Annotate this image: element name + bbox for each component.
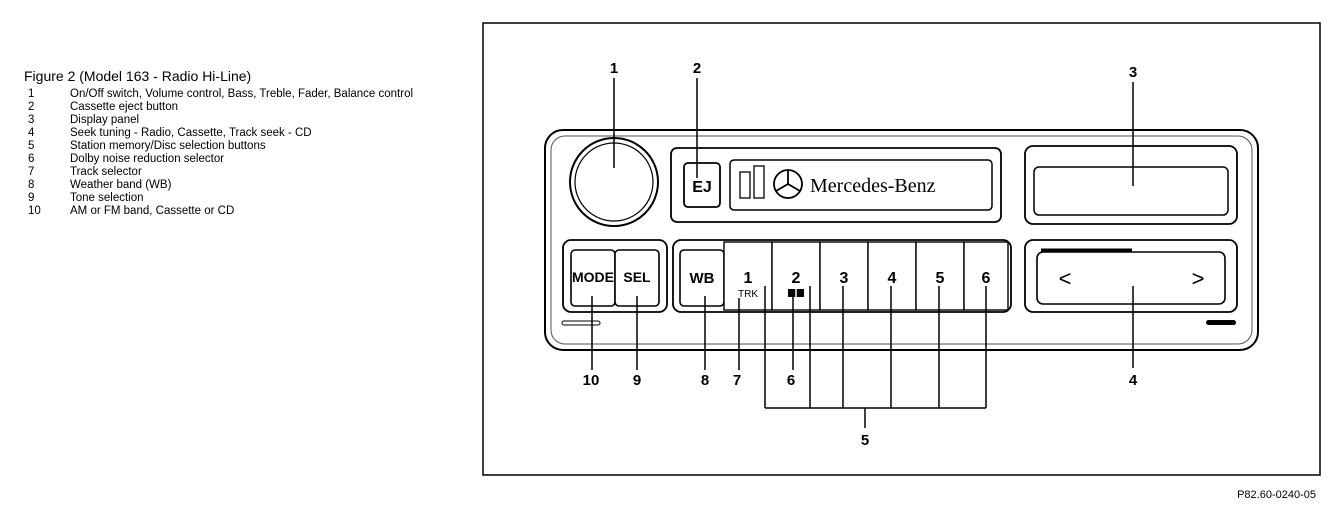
mode-button-label: MODE xyxy=(572,269,614,285)
legend-number: 5 xyxy=(28,140,35,152)
trk-label: TRK xyxy=(738,289,758,300)
legend-item: 8 Weather band (WB) xyxy=(24,179,444,192)
legend-item: 7 Track selector xyxy=(24,166,444,179)
legend-number: 4 xyxy=(28,127,35,139)
legend-list: 1 On/Off switch, Volume control, Bass, Tr… xyxy=(24,88,444,218)
legend-number: 10 xyxy=(28,205,41,217)
callout-6: 6 xyxy=(787,372,795,389)
sel-button[interactable]: SEL xyxy=(614,249,660,307)
preset-button-6[interactable]: 6 xyxy=(963,241,1009,311)
eject-button[interactable]: EJ xyxy=(683,162,721,208)
legend-description: Tone selection xyxy=(70,192,144,204)
legend-description: Station memory/Disc selection buttons xyxy=(70,140,266,152)
legend-number: 1 xyxy=(28,88,35,100)
seek-bezel xyxy=(1024,239,1238,313)
callout-2: 2 xyxy=(693,60,701,77)
sel-button-label: SEL xyxy=(623,269,651,285)
callout-9: 9 xyxy=(633,372,641,389)
legend-description: On/Off switch, Volume control, Bass, Tre… xyxy=(70,88,414,100)
wb-button-label: WB xyxy=(690,270,715,287)
legend-item: 2 Cassette eject button xyxy=(24,101,444,114)
callout-7: 7 xyxy=(733,372,741,389)
cassette-slot xyxy=(729,159,993,211)
leader-lines xyxy=(591,78,1134,428)
legend-item: 4 Seek tuning - Radio, Cassette, Track se… xyxy=(24,127,444,140)
preset-button-5[interactable]: 5 xyxy=(915,241,965,311)
legend-number: 9 xyxy=(28,192,35,204)
callout-5: 5 xyxy=(861,432,869,449)
legend-item: 9 Tone selection xyxy=(24,192,444,205)
brand-name: Mercedes-Benz xyxy=(810,175,936,197)
left-slot-marker xyxy=(561,320,601,326)
display-panel-bezel xyxy=(1024,145,1238,225)
preset-button-3[interactable]: 3 xyxy=(819,241,869,311)
leader-bracket-5 xyxy=(764,286,987,428)
legend-description: Display panel xyxy=(70,114,140,126)
legend-description: Weather band (WB) xyxy=(70,179,172,191)
preset-bezel xyxy=(672,239,1012,313)
preset-label: 1 xyxy=(744,270,753,287)
legend-number: 2 xyxy=(28,101,35,113)
legend-number: 8 xyxy=(28,179,35,191)
callout-numbers: 1 2 3 4 5 6 7 8 9 10 xyxy=(583,60,1138,449)
legend-description: Dolby noise reduction selector xyxy=(70,153,225,165)
display-panel xyxy=(1033,166,1229,216)
eject-button-label: EJ xyxy=(692,179,712,196)
faceplate-inner-rim xyxy=(550,135,1253,345)
seek-rocker[interactable]: < > xyxy=(1036,248,1226,305)
legend-item: 10 AM or FM band, Cassette or CD xyxy=(24,205,444,218)
preset-label: 5 xyxy=(936,270,945,287)
legend-description: Track selector xyxy=(70,166,142,178)
preset-label: 2 xyxy=(792,270,801,287)
legend-number: 7 xyxy=(28,166,35,178)
legend-item: 3 Display panel xyxy=(24,114,444,127)
seek-right-label: > xyxy=(1192,266,1205,291)
mode-sel-bezel xyxy=(562,239,668,313)
legend-item: 6 Dolby noise reduction selector xyxy=(24,153,444,166)
callout-4: 4 xyxy=(1129,372,1138,389)
legend-number: 3 xyxy=(28,114,35,126)
callout-3: 3 xyxy=(1129,64,1137,81)
wb-button[interactable]: WB xyxy=(679,249,725,307)
figure-code: P82.60-0240-05 xyxy=(1237,489,1316,501)
preset-button-2[interactable]: 2 xyxy=(771,241,821,311)
legend-description: Cassette eject button xyxy=(70,101,179,113)
preset-button-1[interactable]: 1 TRK xyxy=(723,241,773,311)
cassette-door-icon xyxy=(739,165,765,199)
legend-description: Seek tuning - Radio, Cassette, Track see… xyxy=(70,127,312,139)
figure-frame xyxy=(482,22,1321,476)
figure-legend: Figure 2 (Model 163 - Radio Hi-Line) 1 On… xyxy=(24,68,444,218)
preset-label: 6 xyxy=(982,270,991,287)
callout-10: 10 xyxy=(583,372,600,389)
cassette-bezel xyxy=(670,147,1002,223)
callout-1: 1 xyxy=(610,60,618,77)
mercedes-star-logo xyxy=(773,169,803,199)
legend-item: 5 Station memory/Disc selection buttons xyxy=(24,140,444,153)
preset-label: 4 xyxy=(888,270,897,287)
legend-number: 6 xyxy=(28,153,35,165)
mode-button[interactable]: MODE xyxy=(570,249,616,307)
right-slot-marker xyxy=(1206,320,1236,325)
legend-description: AM or FM band, Cassette or CD xyxy=(70,205,235,217)
seek-left-label: < xyxy=(1059,266,1072,291)
callout-8: 8 xyxy=(701,372,709,389)
legend-item: 1 On/Off switch, Volume control, Bass, Tr… xyxy=(24,88,444,101)
preset-label: 3 xyxy=(840,270,849,287)
figure-title: Figure 2 (Model 163 - Radio Hi-Line) xyxy=(24,68,252,84)
preset-button-4[interactable]: 4 xyxy=(867,241,917,311)
